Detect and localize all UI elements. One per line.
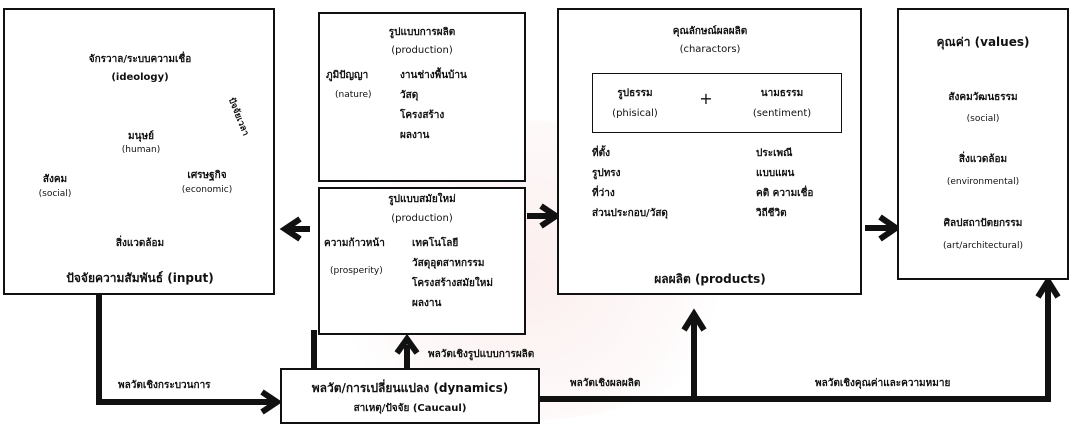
sentiment-item-2: คติ ความเชื่อ bbox=[756, 188, 814, 199]
arrowhead-input-to-dynamics bbox=[260, 389, 283, 415]
prosperity-label: ความก้าวหน้า bbox=[324, 238, 385, 249]
modern-title: รูปแบบสมัยใหม่ bbox=[388, 194, 456, 205]
arrowhead-dynamics-to-modern bbox=[394, 333, 420, 355]
economic-en-label: (economic) bbox=[181, 185, 233, 195]
modern-en-title: (production) bbox=[391, 213, 453, 224]
social-en-label: (social) bbox=[38, 189, 72, 199]
arrowhead-dynamics-to-values bbox=[1035, 275, 1061, 299]
social-label: สังคม bbox=[42, 174, 68, 185]
plus-sign: + bbox=[699, 89, 713, 108]
arrowhead-products-to-values bbox=[878, 214, 902, 242]
sentiment-item-0: ประเพณี bbox=[756, 148, 793, 159]
prosperity-en-label: (prosperity) bbox=[330, 266, 383, 276]
input-box bbox=[3, 8, 275, 295]
characters-inner-box bbox=[592, 73, 842, 133]
production-item-1: วัสดุ bbox=[400, 90, 419, 101]
arrowhead-dynamics-to-products bbox=[681, 308, 707, 332]
human-label: มนุษย์ bbox=[128, 131, 154, 142]
input-title: ปัจจัยความสัมพันธ์ (input) bbox=[66, 271, 214, 285]
physical-en-label: (phisical) bbox=[612, 108, 658, 119]
economic-label: เศรษฐกิจ bbox=[187, 170, 227, 181]
human-en-label: (human) bbox=[121, 145, 161, 155]
modern-item-3: ผลงาน bbox=[412, 298, 442, 309]
ideology-label: จักรวาล/ระบบความเชื่อ bbox=[88, 54, 192, 65]
nature-en-label: (nature) bbox=[335, 90, 372, 100]
modern-box bbox=[318, 187, 526, 335]
sentiment-label: นามธรรม bbox=[760, 88, 804, 99]
values-art: ศิลปสถาปัตยกรรม bbox=[943, 218, 1023, 229]
sentiment-item-3: วิถีชีวิต bbox=[756, 208, 787, 219]
physical-item-3: ส่วนประกอบ/วัสดุ bbox=[592, 208, 668, 219]
physical-label: รูปธรรม bbox=[617, 88, 653, 99]
sentiment-item-1: แบบแผน bbox=[756, 168, 795, 179]
product-dynamics-label: พลวัตเชิงผลผลิต bbox=[570, 378, 641, 389]
values-environmental-en: (environmental) bbox=[946, 177, 1020, 187]
values-title: คุณค่า (values) bbox=[936, 35, 1030, 49]
production-en-title: (production) bbox=[391, 45, 453, 56]
production-item-3: ผลงาน bbox=[400, 130, 430, 141]
production-box bbox=[318, 12, 526, 182]
production-item-2: โครงสร้าง bbox=[400, 110, 445, 121]
nature-label: ภูมิปัญญา bbox=[326, 70, 369, 81]
model-dynamics-label: พลวัตเชิงรูปแบบการผลิต bbox=[428, 349, 535, 360]
values-social-en: (social) bbox=[966, 114, 1000, 124]
arrowhead-modern-to-input bbox=[279, 216, 302, 242]
products-title: คุณลักษณ์ผลผลิต bbox=[672, 26, 748, 37]
connector-input-to-dynamics bbox=[96, 290, 272, 405]
products-en-title: (charactors) bbox=[679, 44, 741, 55]
arrowhead-modern-to-products bbox=[539, 203, 562, 229]
physical-item-1: รูปทรง bbox=[592, 168, 621, 179]
values-art-en: (art/architectural) bbox=[943, 241, 1023, 251]
process-dynamics-label: พลวัตเชิงกระบวนการ bbox=[118, 380, 211, 391]
modern-item-1: วัสดุอุตสาหกรรม bbox=[412, 258, 485, 269]
dynamics-title: พลวัต/การเปลี่ยนแปลง (dynamics) bbox=[311, 381, 509, 395]
physical-item-0: ที่ตั้ง bbox=[592, 148, 610, 159]
values-box bbox=[897, 8, 1069, 280]
ideology-en-label: (ideology) bbox=[111, 72, 169, 83]
sentiment-en-label: (sentiment) bbox=[752, 108, 812, 119]
connector-dynamics-to-values bbox=[540, 285, 1051, 402]
environment-label: สิ่งแวดล้อม bbox=[115, 238, 165, 249]
values-social: สังคมวัฒนธรรม bbox=[948, 92, 1018, 103]
dynamics-subtitle: สาเหตุ/ปัจจัย (Caucaul) bbox=[353, 403, 467, 414]
products-footer: ผลผลิต (products) bbox=[654, 272, 766, 286]
value-dynamics-label: พลวัตเชิงคุณค่าและความหมาย bbox=[815, 378, 951, 389]
production-item-0: งานช่างพื้นบ้าน bbox=[400, 70, 467, 81]
dynamics-box bbox=[280, 368, 540, 424]
modern-item-0: เทคโนโลยี bbox=[412, 238, 459, 249]
values-environmental: สิ่งแวดล้อม bbox=[958, 154, 1008, 165]
products-box bbox=[557, 8, 862, 295]
physical-item-2: ที่ว่าง bbox=[592, 188, 615, 199]
modern-item-2: โครงสร้างสมัยใหม่ bbox=[412, 278, 493, 289]
production-title: รูปแบบการผลิต bbox=[388, 27, 456, 38]
